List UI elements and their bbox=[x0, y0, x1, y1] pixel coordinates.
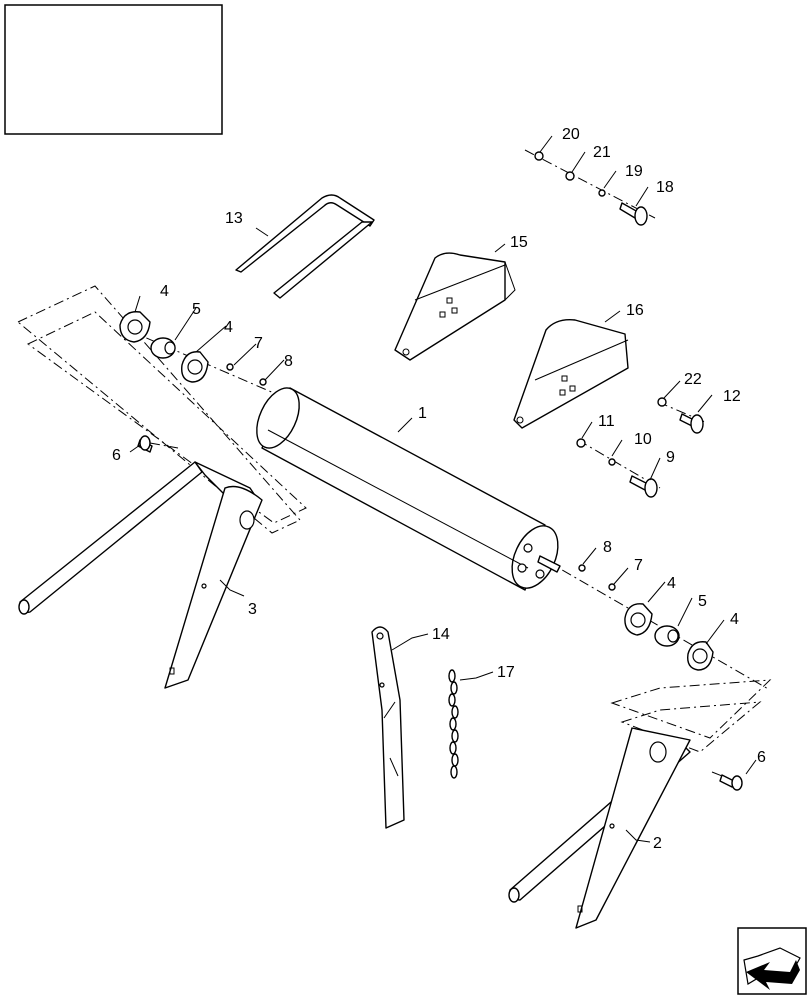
callout-20: 20 bbox=[562, 126, 580, 143]
callout-2: 2 bbox=[653, 835, 662, 852]
part-1-roller bbox=[256, 387, 561, 591]
callout-18: 18 bbox=[656, 179, 674, 196]
callout-8-left: 8 bbox=[284, 353, 293, 370]
fasteners-right-middle bbox=[576, 397, 704, 498]
callout-4-right-inner: 4 bbox=[730, 611, 739, 628]
part-17-chain bbox=[448, 669, 459, 779]
centerlines bbox=[127, 149, 771, 784]
callout-labels: 1 2 3 4 4 4 4 5 5 6 6 7 7 8 8 9 10 11 12… bbox=[112, 126, 766, 852]
back-arrow-icon[interactable] bbox=[737, 927, 807, 995]
callout-4-left-inner: 4 bbox=[224, 319, 233, 336]
callout-11: 11 bbox=[598, 413, 615, 430]
part-15-shield bbox=[394, 252, 516, 361]
callout-13: 13 bbox=[225, 210, 243, 227]
callout-5-right: 5 bbox=[698, 593, 707, 610]
callout-17: 17 bbox=[497, 664, 515, 681]
callout-1: 1 bbox=[418, 405, 427, 422]
callout-7-right: 7 bbox=[634, 557, 643, 574]
part-3-frame-arm bbox=[18, 461, 263, 689]
callout-4-right-outer: 4 bbox=[667, 575, 676, 592]
part-16-shield bbox=[513, 319, 629, 429]
part-13-handle bbox=[235, 194, 375, 299]
part-2-frame-arm bbox=[508, 727, 691, 929]
callout-16: 16 bbox=[626, 302, 644, 319]
callout-19: 19 bbox=[625, 163, 643, 180]
callout-4-left-outer: 4 bbox=[160, 283, 169, 300]
leader-lines bbox=[129, 135, 757, 843]
part-14-bracket bbox=[371, 626, 405, 829]
callout-5-left: 5 bbox=[192, 301, 201, 318]
assembly-outline-left bbox=[17, 285, 307, 534]
callout-3: 3 bbox=[248, 601, 257, 618]
callout-15: 15 bbox=[510, 234, 528, 251]
right-bearing-group bbox=[578, 564, 714, 671]
part-6-bolts bbox=[137, 435, 743, 791]
callout-21: 21 bbox=[593, 144, 611, 161]
title-block-frame bbox=[4, 4, 223, 135]
callout-9: 9 bbox=[666, 449, 675, 466]
fasteners-top-right bbox=[534, 151, 648, 226]
callout-22: 22 bbox=[684, 371, 702, 388]
left-bearing-group bbox=[119, 311, 267, 386]
callout-7-left: 7 bbox=[254, 335, 263, 352]
callout-14: 14 bbox=[432, 626, 450, 643]
callout-12: 12 bbox=[723, 388, 741, 405]
callout-10: 10 bbox=[634, 431, 652, 448]
callout-6-left: 6 bbox=[112, 447, 121, 464]
callout-8-right: 8 bbox=[603, 539, 612, 556]
callout-6-right: 6 bbox=[757, 749, 766, 766]
